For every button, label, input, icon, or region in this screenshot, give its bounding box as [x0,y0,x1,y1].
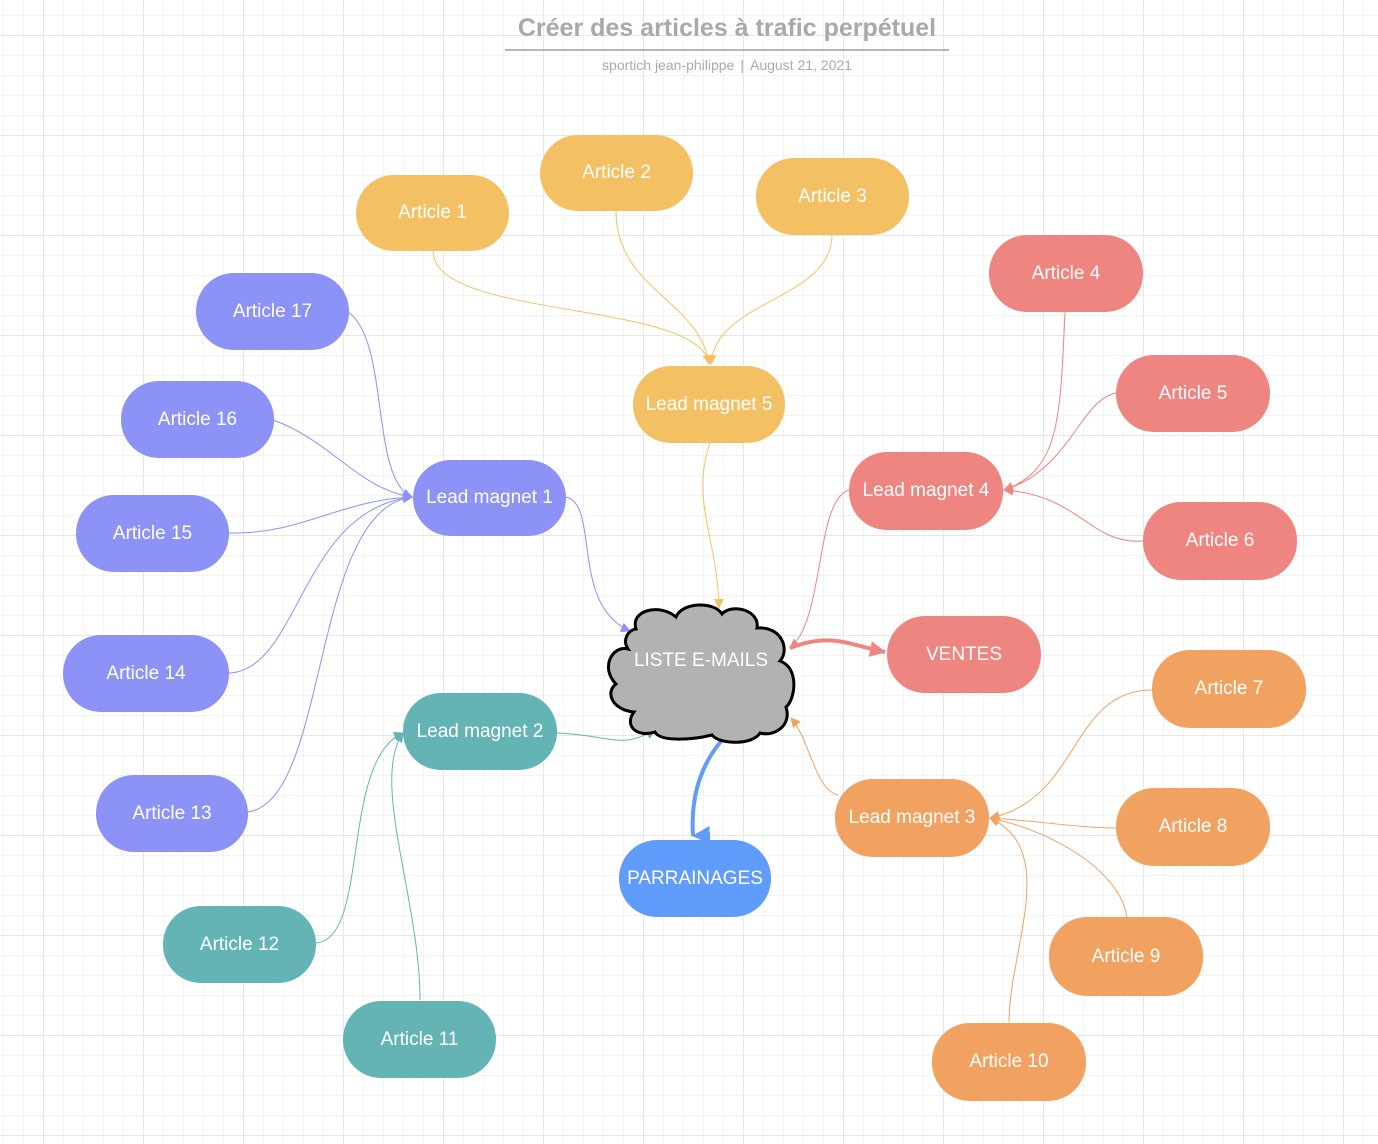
link-article17-lm1 [347,311,413,499]
node-article-1[interactable]: Article 1 [356,175,509,251]
link-article9-lm3 [989,814,1128,918]
diagram-header: Créer des articles à trafic perpétuel sp… [505,14,949,73]
link-article5-lm4 [1003,392,1117,493]
link-lm5-list [702,442,724,609]
author-name: sportich jean-philippe [602,57,735,73]
node-ventes[interactable]: VENTES [887,616,1041,693]
link-article2-lm5 [615,210,713,365]
link-list-parrainages [690,738,724,844]
node-article-8[interactable]: Article 8 [1116,788,1270,866]
node-article-6[interactable]: Article 6 [1143,502,1297,580]
node-lead-magnet-5[interactable]: Lead magnet 5 [633,366,785,443]
link-article4-lm4 [1003,311,1066,492]
diagram-meta: sportich jean-philippe | August 21, 2021 [505,57,949,73]
link-lm1-list [565,496,631,632]
node-article-17[interactable]: Article 17 [196,273,349,350]
link-list-ventes [789,638,886,657]
node-article-2[interactable]: Article 2 [540,135,693,211]
node-article-9[interactable]: Article 9 [1049,917,1203,996]
node-parrainages[interactable]: PARRAINAGES [619,840,771,917]
node-lead-magnet-2[interactable]: Lead magnet 2 [403,693,557,770]
node-article-5[interactable]: Article 5 [1116,355,1270,432]
node-article-11[interactable]: Article 11 [343,1001,496,1078]
link-article11-lm2 [391,732,421,1001]
node-article-10[interactable]: Article 10 [932,1023,1086,1101]
node-lead-magnet-1[interactable]: Lead magnet 1 [413,460,566,536]
link-article10-lm3 [989,817,1028,1023]
node-article-3[interactable]: Article 3 [756,158,909,235]
node-article-12[interactable]: Article 12 [163,906,316,983]
node-article-14[interactable]: Article 14 [63,635,229,712]
link-article6-lm4 [1003,485,1144,542]
email-list-label: LISTE E-MAILS [633,650,769,671]
cloud-shape [606,603,796,744]
link-article7-lm3 [989,689,1153,822]
link-article13-lm1 [247,493,413,813]
link-article15-lm1 [228,492,413,534]
node-lead-magnet-3[interactable]: Lead magnet 3 [835,779,989,857]
link-article14-lm1 [228,493,413,674]
node-article-13[interactable]: Article 13 [96,775,248,852]
node-article-4[interactable]: Article 4 [989,235,1143,312]
link-article16-lm1 [272,419,413,501]
node-article-7[interactable]: Article 7 [1152,650,1306,728]
link-article1-lm5 [432,250,713,365]
link-lm4-list [789,489,850,649]
link-article8-lm3 [989,813,1117,829]
link-lm3-list [790,717,839,796]
node-article-15[interactable]: Article 15 [76,495,229,572]
node-article-16[interactable]: Article 16 [121,381,274,458]
diagram-date: August 21, 2021 [749,57,852,73]
node-lead-magnet-4[interactable]: Lead magnet 4 [849,452,1003,530]
link-article3-lm5 [706,234,833,365]
diagram-title: Créer des articles à trafic perpétuel [505,14,949,51]
meta-separator: | [740,57,744,73]
link-article12-lm2 [315,731,404,944]
